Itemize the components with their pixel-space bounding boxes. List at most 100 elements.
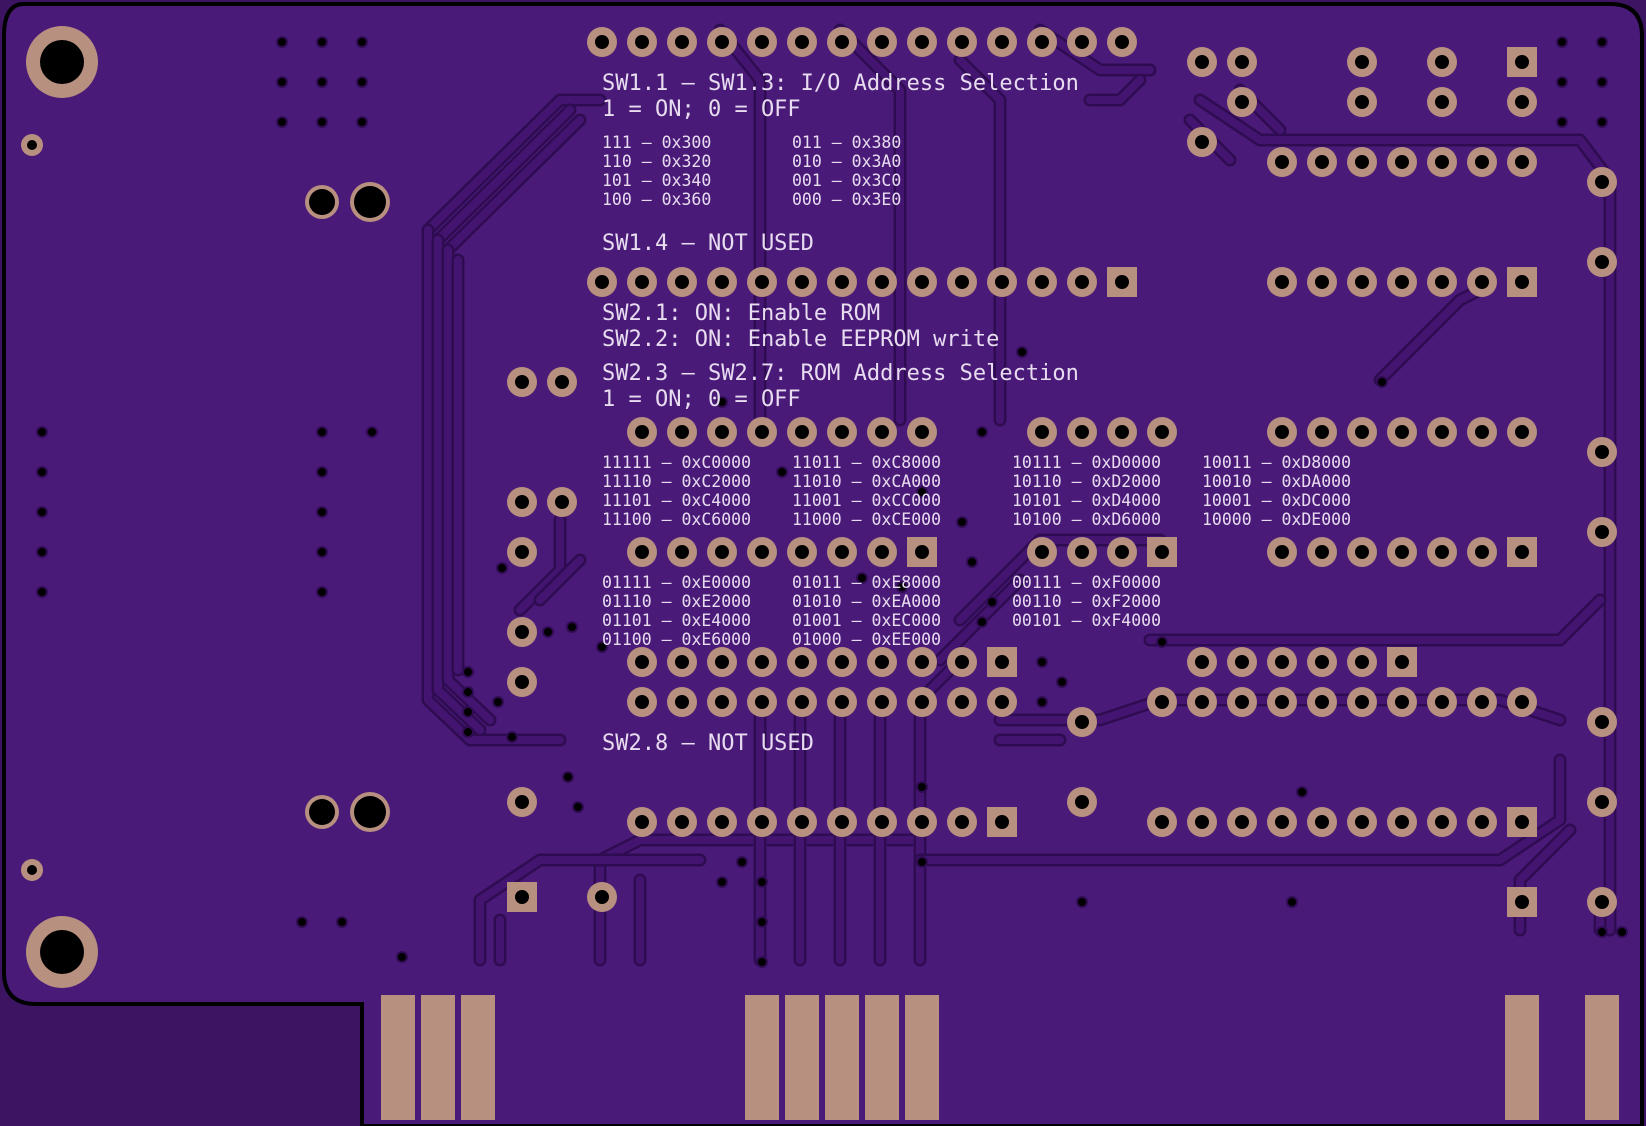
drill-hole	[715, 695, 729, 709]
rom-d-row-3-a: 10101 – 0xD4000	[1012, 491, 1161, 510]
sw2-8-label: SW2.8 – NOT USED	[602, 731, 814, 756]
via	[1288, 898, 1296, 906]
io-row-2-left: 110 – 0x320	[602, 152, 711, 171]
drill-hole	[755, 695, 769, 709]
trace	[424, 96, 604, 234]
rom-e-row-3-a: 01101 – 0xE4000	[602, 611, 751, 630]
drill-hole	[1115, 425, 1129, 439]
drill-hole	[835, 275, 849, 289]
sw1-4-label: SW1.4 – NOT USED	[602, 231, 814, 256]
drill-hole	[1195, 655, 1209, 669]
drill-hole	[915, 815, 929, 829]
via	[968, 558, 976, 566]
drill-hole	[1475, 275, 1489, 289]
drill-hole	[955, 695, 969, 709]
edge-connector-finger	[1505, 995, 1539, 1120]
drill-hole	[1355, 55, 1369, 69]
drill-hole	[1435, 425, 1449, 439]
rom-e-row-2-a: 01110 – 0xE2000	[602, 592, 751, 611]
drill-hole	[675, 815, 689, 829]
io-row-4-left: 100 – 0x360	[602, 190, 711, 209]
via	[498, 564, 506, 572]
drill-hole	[1275, 155, 1289, 169]
drill-hole	[515, 890, 529, 904]
drill-hole	[835, 655, 849, 669]
drill-hole	[1475, 425, 1489, 439]
drill-hole	[875, 275, 889, 289]
drill-hole	[1595, 795, 1609, 809]
drill-hole	[955, 35, 969, 49]
via	[858, 574, 866, 582]
io-row-2-right: 010 – 0x3A0	[792, 152, 901, 171]
via	[318, 38, 326, 46]
via	[988, 598, 996, 606]
drill-hole	[1395, 425, 1409, 439]
via	[1298, 788, 1306, 796]
sw1-title: SW1.1 – SW1.3: I/O Address Selection	[602, 71, 1079, 96]
rom-e-row-1-b: 01011 – 0xE8000	[792, 573, 941, 592]
drill-hole	[675, 695, 689, 709]
drill-hole	[915, 425, 929, 439]
drill-hole	[675, 35, 689, 49]
drill-hole	[1515, 95, 1529, 109]
trace	[536, 556, 584, 604]
drill-hole	[875, 695, 889, 709]
trace	[1146, 596, 1604, 644]
edge-connector-finger	[785, 995, 819, 1120]
drill-hole	[835, 545, 849, 559]
drill-hole	[835, 425, 849, 439]
drill-hole	[795, 35, 809, 49]
rom-c-row-3-b: 11001 – 0xCC000	[792, 491, 941, 510]
drill-hole	[515, 495, 529, 509]
drill-hole	[755, 655, 769, 669]
trace	[916, 756, 1564, 864]
via	[338, 918, 346, 926]
rom-c-row-4-b: 11000 – 0xCE000	[792, 510, 941, 529]
via	[464, 708, 472, 716]
drill-hole	[635, 695, 649, 709]
drill-hole	[1315, 425, 1329, 439]
drill-hole	[1515, 895, 1529, 909]
rom-e-row-2-b: 01010 – 0xEA000	[792, 592, 941, 611]
rom-e-row-4-a: 01100 – 0xE6000	[602, 630, 751, 649]
drill-hole	[1115, 35, 1129, 49]
drill-hole	[915, 35, 929, 49]
drill-hole	[875, 35, 889, 49]
rom-d-row-4-a: 10100 – 0xD6000	[1012, 510, 1161, 529]
via	[758, 878, 766, 886]
rom-f-row-1: 00111 – 0xF0000	[1012, 573, 1161, 592]
drill-hole	[795, 425, 809, 439]
drill-hole	[1155, 425, 1169, 439]
drill-hole	[40, 930, 84, 974]
drill-hole	[675, 655, 689, 669]
rom-e-row-1-a: 01111 – 0xE0000	[602, 573, 751, 592]
drill-hole	[1035, 425, 1049, 439]
drill-hole	[1395, 815, 1409, 829]
rom-c-row-2-a: 11110 – 0xC2000	[602, 472, 751, 491]
via	[568, 623, 576, 631]
rom-d-row-2-a: 10110 – 0xD2000	[1012, 472, 1161, 491]
drill-hole	[1515, 815, 1529, 829]
via	[368, 428, 376, 436]
trace	[1196, 96, 1614, 934]
via	[38, 588, 46, 596]
drill-hole	[795, 545, 809, 559]
drill-hole	[1595, 895, 1609, 909]
via	[1618, 928, 1626, 936]
silkscreen-text: SW1.1 – SW1.3: I/O Address Selection 1 =…	[602, 71, 1351, 756]
drill-hole	[1515, 545, 1529, 559]
drill-hole	[915, 275, 929, 289]
rom-f-row-2: 00110 – 0xF2000	[1012, 592, 1161, 611]
edge-connector-finger	[905, 995, 939, 1120]
via	[1598, 118, 1606, 126]
trace	[1086, 76, 1144, 104]
drill-hole	[1355, 655, 1369, 669]
via	[318, 468, 326, 476]
drill-hole	[1395, 695, 1409, 709]
drill-hole	[595, 35, 609, 49]
via	[278, 118, 286, 126]
via	[1558, 118, 1566, 126]
rom-c-row-1-b: 11011 – 0xC8000	[792, 453, 941, 472]
